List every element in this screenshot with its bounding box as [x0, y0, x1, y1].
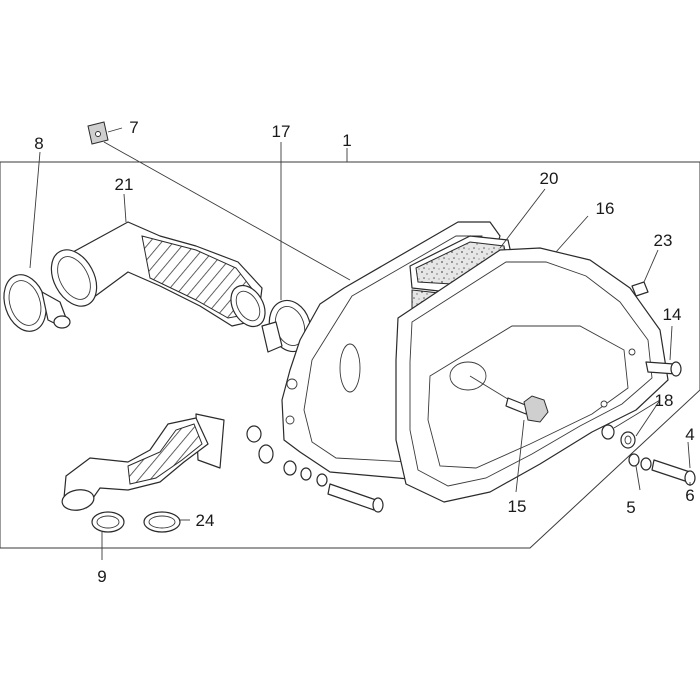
callout-5: 5 — [626, 498, 635, 517]
bolt-set-4-5-6 — [628, 453, 696, 486]
grommets-18 — [601, 424, 636, 449]
leader-15 — [515, 419, 525, 493]
leader-14 — [669, 325, 673, 361]
hose-clamps-9-24 — [91, 511, 181, 533]
callout-20: 20 — [540, 169, 559, 188]
callout-6: 6 — [685, 486, 694, 505]
leader-7b — [103, 141, 351, 281]
leader-20 — [499, 188, 546, 249]
leader-16 — [555, 215, 589, 253]
callout-23: 23 — [654, 231, 673, 250]
lower-hose-9 — [61, 413, 225, 511]
callout-7: 7 — [129, 118, 138, 137]
callout-9: 9 — [97, 567, 106, 586]
hose-clamp-8 — [3, 274, 71, 332]
callout-15: 15 — [508, 497, 527, 516]
callout-17: 17 — [272, 122, 291, 141]
side-fasteners — [246, 425, 384, 513]
callout-14: 14 — [663, 305, 682, 324]
leader-23 — [643, 249, 659, 283]
leader-18a — [613, 399, 661, 429]
leader-8 — [29, 151, 41, 269]
callout-18: 18 — [655, 391, 674, 410]
leader-21 — [123, 193, 127, 223]
clip-7 — [87, 121, 109, 145]
leader-4 — [687, 441, 691, 469]
callout-24: 24 — [196, 511, 215, 530]
callout-21: 21 — [115, 175, 134, 194]
callout-1: 1 — [342, 131, 351, 150]
pin-23 — [631, 281, 649, 297]
callout-16: 16 — [596, 199, 615, 218]
leader-5 — [635, 465, 641, 491]
intake-duct-21 — [50, 221, 266, 328]
callout-labels: 1 4 5 6 7 8 9 14 15 16 17 18 20 21 23 24 — [34, 118, 694, 586]
leader-7a — [107, 127, 123, 133]
callout-8: 8 — [34, 134, 43, 153]
leader-18b — [635, 399, 661, 437]
assembly-frame — [0, 161, 700, 549]
screw-14 — [645, 361, 682, 377]
callout-4: 4 — [685, 425, 694, 444]
air-box-cover-16 — [395, 247, 669, 503]
knob-screw-15 — [469, 375, 549, 423]
